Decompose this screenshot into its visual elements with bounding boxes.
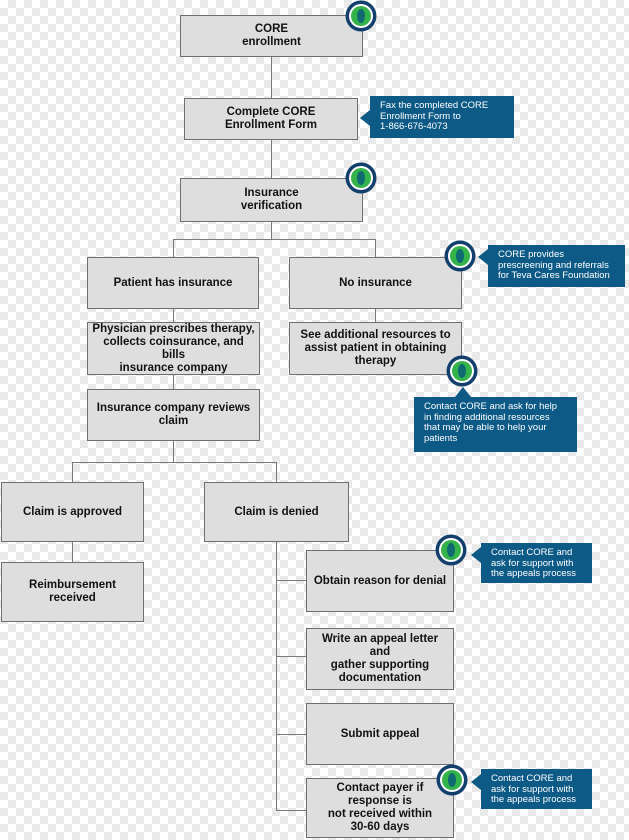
step-label: Submit appeal (340, 727, 420, 740)
core-eye-icon (444, 240, 476, 272)
callout-text: Contact CORE and ask for help in finding… (424, 401, 558, 444)
callout-pointer (455, 387, 471, 397)
connector (276, 810, 306, 811)
connector (72, 462, 73, 482)
step-label: Obtain reason for denial (313, 574, 447, 587)
connector (72, 462, 277, 463)
step-label: See additional resources to assist patie… (300, 329, 451, 367)
callout-text: CORE provides prescreening and referrals… (498, 249, 610, 281)
step-label: CORE enrollment (242, 23, 301, 48)
fax-callout: Fax the completed CORE Enrollment Form t… (370, 96, 514, 138)
callout-pointer (471, 547, 481, 563)
connector (173, 239, 376, 240)
callout-text: Contact CORE and ask for support with th… (491, 547, 577, 579)
core-eye-icon (345, 0, 377, 32)
step-label: Insurance company reviews claim (96, 402, 251, 427)
insurance-verification-step: Insurance verification (180, 178, 363, 222)
connector (271, 222, 272, 239)
callout-pointer (360, 110, 370, 126)
step-label: Patient has insurance (113, 276, 233, 289)
see-resources-step: See additional resources to assist patie… (289, 322, 462, 375)
connector (276, 462, 277, 482)
step-label: Claim is denied (234, 505, 319, 518)
claim-denied-step: Claim is denied (204, 482, 349, 542)
connector (173, 309, 174, 322)
connector (173, 375, 174, 389)
patient-has-insurance-step: Patient has insurance (87, 257, 259, 309)
connector (276, 580, 306, 581)
contact-payer-step: Contact payer if response is not receive… (306, 778, 454, 838)
complete-form-step: Complete CORE Enrollment Form (184, 98, 358, 140)
submit-appeal-step: Submit appeal (306, 703, 454, 765)
company-reviews-step: Insurance company reviews claim (87, 389, 260, 441)
resources-callout: Contact CORE and ask for help in finding… (414, 397, 577, 452)
connector (271, 57, 272, 98)
step-label: Contact payer if response is not receive… (327, 782, 433, 833)
connector (173, 441, 174, 462)
connector (375, 309, 376, 322)
connector (72, 542, 73, 562)
callout-pointer (471, 774, 481, 790)
step-label: Insurance verification (240, 187, 303, 212)
callout-text: Fax the completed CORE Enrollment Form t… (380, 100, 489, 132)
prescreening-callout: CORE provides prescreening and referrals… (488, 245, 625, 287)
step-label: Physician prescribes therapy, collects c… (92, 322, 255, 374)
connector (276, 656, 306, 657)
core-eye-icon (436, 764, 468, 796)
no-insurance-step: No insurance (289, 257, 462, 309)
callout-text: Contact CORE and ask for support with th… (491, 773, 577, 805)
core-eye-icon (446, 355, 478, 387)
reimbursement-step: Reimbursement received (1, 562, 144, 622)
connector (276, 734, 306, 735)
obtain-reason-step: Obtain reason for denial (306, 550, 454, 612)
write-appeal-step: Write an appeal letter and gather suppor… (306, 628, 454, 690)
physician-prescribes-step: Physician prescribes therapy, collects c… (87, 322, 260, 375)
appeals-callout: Contact CORE and ask for support with th… (481, 769, 592, 809)
core-eye-icon (345, 162, 377, 194)
callout-pointer (478, 249, 488, 265)
connector (173, 239, 174, 257)
core-enrollment-step: CORE enrollment (180, 15, 363, 57)
step-label: No insurance (339, 276, 412, 289)
appeals-callout: Contact CORE and ask for support with th… (481, 543, 592, 583)
step-label: Write an appeal letter and gather suppor… (321, 633, 439, 684)
step-label: Reimbursement received (29, 579, 116, 604)
connector (271, 140, 272, 178)
claim-approved-step: Claim is approved (1, 482, 144, 542)
step-label: Complete CORE Enrollment Form (224, 106, 317, 131)
core-eye-icon (435, 534, 467, 566)
connector (276, 542, 277, 810)
step-label: Claim is approved (22, 505, 123, 518)
connector (375, 239, 376, 257)
